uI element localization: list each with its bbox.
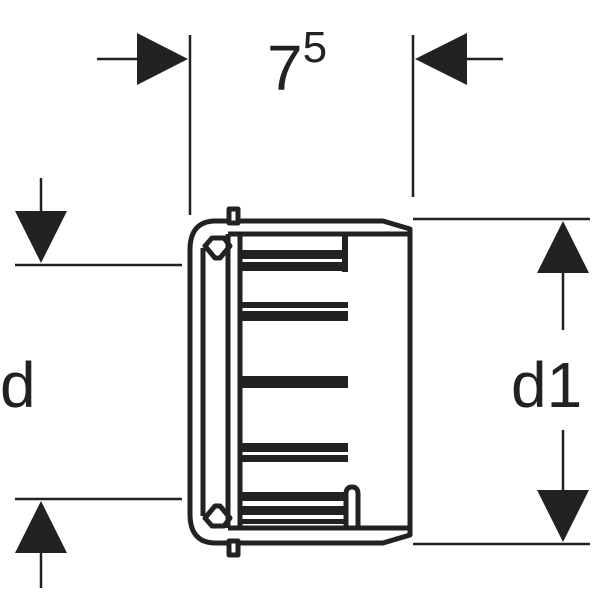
- inner-diameter-dimension: d: [0, 178, 182, 588]
- inner-diameter-label: d: [0, 349, 36, 421]
- outer-shell: [187, 218, 413, 546]
- arrow-up-icon: [537, 221, 589, 273]
- rib-3: [240, 376, 348, 388]
- arrow-left-icon: [415, 33, 467, 85]
- grip-ribs: [240, 236, 348, 524]
- rib-2: [240, 302, 348, 308]
- rib-5: [240, 492, 348, 501]
- stop-bar-top: [342, 236, 348, 272]
- top-tab: [226, 206, 241, 226]
- o-ring-bottom: [202, 503, 233, 529]
- bottom-tab: [226, 538, 241, 558]
- rib-4: [240, 443, 348, 452]
- rib-6: [240, 519, 348, 524]
- length-label: 75: [267, 23, 327, 104]
- length-dimension: 75: [97, 23, 503, 215]
- outer-diameter-label: d1: [511, 349, 582, 421]
- rib-2b: [240, 311, 348, 321]
- outer-diameter-dimension: d1: [413, 217, 590, 546]
- arrow-up-icon: [15, 501, 67, 553]
- arrow-right-icon: [137, 33, 188, 85]
- arrow-down-icon: [15, 211, 67, 263]
- stop-post-bottom: [343, 484, 361, 528]
- fitting-body: [187, 206, 413, 558]
- rib-5b: [240, 506, 348, 515]
- arrow-down-icon: [537, 490, 589, 542]
- o-ring-top: [202, 235, 233, 261]
- rib-1: [240, 250, 348, 259]
- rib-4b: [240, 455, 348, 462]
- rib-1b: [240, 262, 348, 271]
